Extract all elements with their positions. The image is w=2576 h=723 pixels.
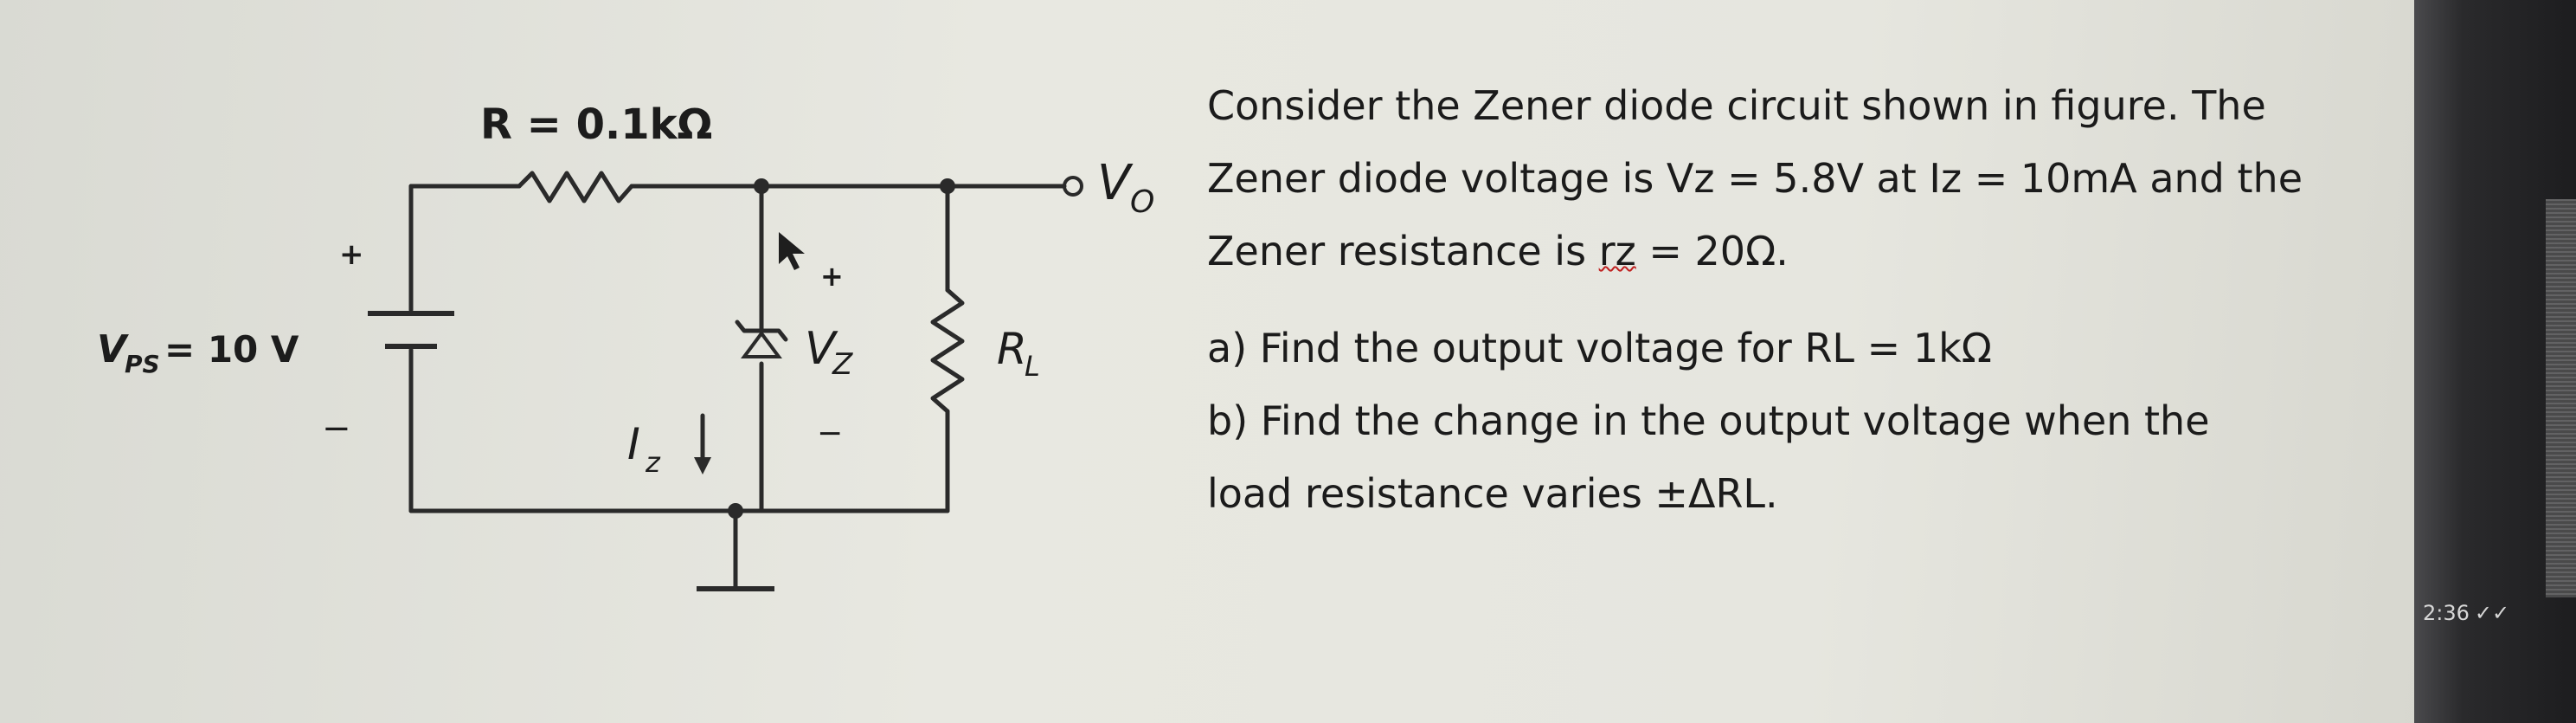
zener-subscript: Z	[832, 347, 853, 382]
intro-line-2: Zener diode voltage is Vz = 5.8V at Iz =…	[1207, 155, 2303, 202]
source-subscript: PS	[125, 350, 160, 378]
zener-diode-triangle	[741, 330, 782, 358]
output-label: V	[1097, 155, 1134, 211]
zener-diode-bar	[735, 320, 788, 342]
photo-background	[0, 0, 2423, 723]
part-a: a) Find the output voltage for RL = 1kΩ	[1207, 325, 1992, 371]
intro-line-1: Consider the Zener diode circuit shown i…	[1207, 82, 2266, 129]
current-subscript: z	[645, 446, 661, 479]
problem-statement: Consider the Zener diode circuit shown i…	[1207, 69, 2419, 530]
resistor-zigzag	[517, 171, 634, 203]
read-receipt-icon: ✓✓	[2474, 601, 2510, 625]
output-subscript: O	[1130, 184, 1154, 220]
load-zigzag	[930, 287, 965, 414]
paragraph-gap	[1207, 287, 2419, 312]
output-terminal	[1063, 176, 1083, 197]
source-minus: −	[322, 409, 351, 449]
junction-dot-top-right	[940, 178, 955, 194]
zener-circuit-diagram: R = 0.1kΩ V O + V PS = 10 V − + V Z − I …	[97, 100, 1154, 591]
current-arrow-head	[694, 457, 711, 474]
zener-label: V	[805, 323, 838, 375]
source-plus: +	[339, 237, 364, 272]
source-value: = 10 V	[164, 328, 299, 371]
load-subscript: L	[1025, 350, 1040, 383]
message-timestamp: 2:36✓✓	[2423, 596, 2509, 630]
scrollbar-strip	[2546, 199, 2576, 597]
load-label: R	[997, 324, 1027, 374]
intro-line-3: Zener resistance is rz = 20Ω.	[1207, 215, 2419, 287]
current-label: I	[627, 419, 640, 469]
zener-minus: −	[817, 416, 843, 451]
part-b-line-2: load resistance varies ±ΔRL.	[1207, 470, 1778, 517]
source-label: V	[97, 327, 129, 371]
timestamp-time: 2:36	[2423, 601, 2470, 625]
zener-plus: +	[820, 260, 844, 293]
cursor-icon	[779, 232, 805, 270]
part-b-line-1: b) Find the change in the output voltage…	[1207, 397, 2210, 444]
intro-line-3-end: = 20Ω.	[1635, 228, 1789, 274]
junction-dot-bottom	[728, 503, 743, 519]
junction-dot-top	[754, 178, 769, 194]
spellcheck-word-rz: rz	[1598, 228, 1636, 274]
intro-line-3-start: Zener resistance is	[1207, 228, 1599, 274]
resistor-label: R = 0.1kΩ	[480, 100, 712, 149]
